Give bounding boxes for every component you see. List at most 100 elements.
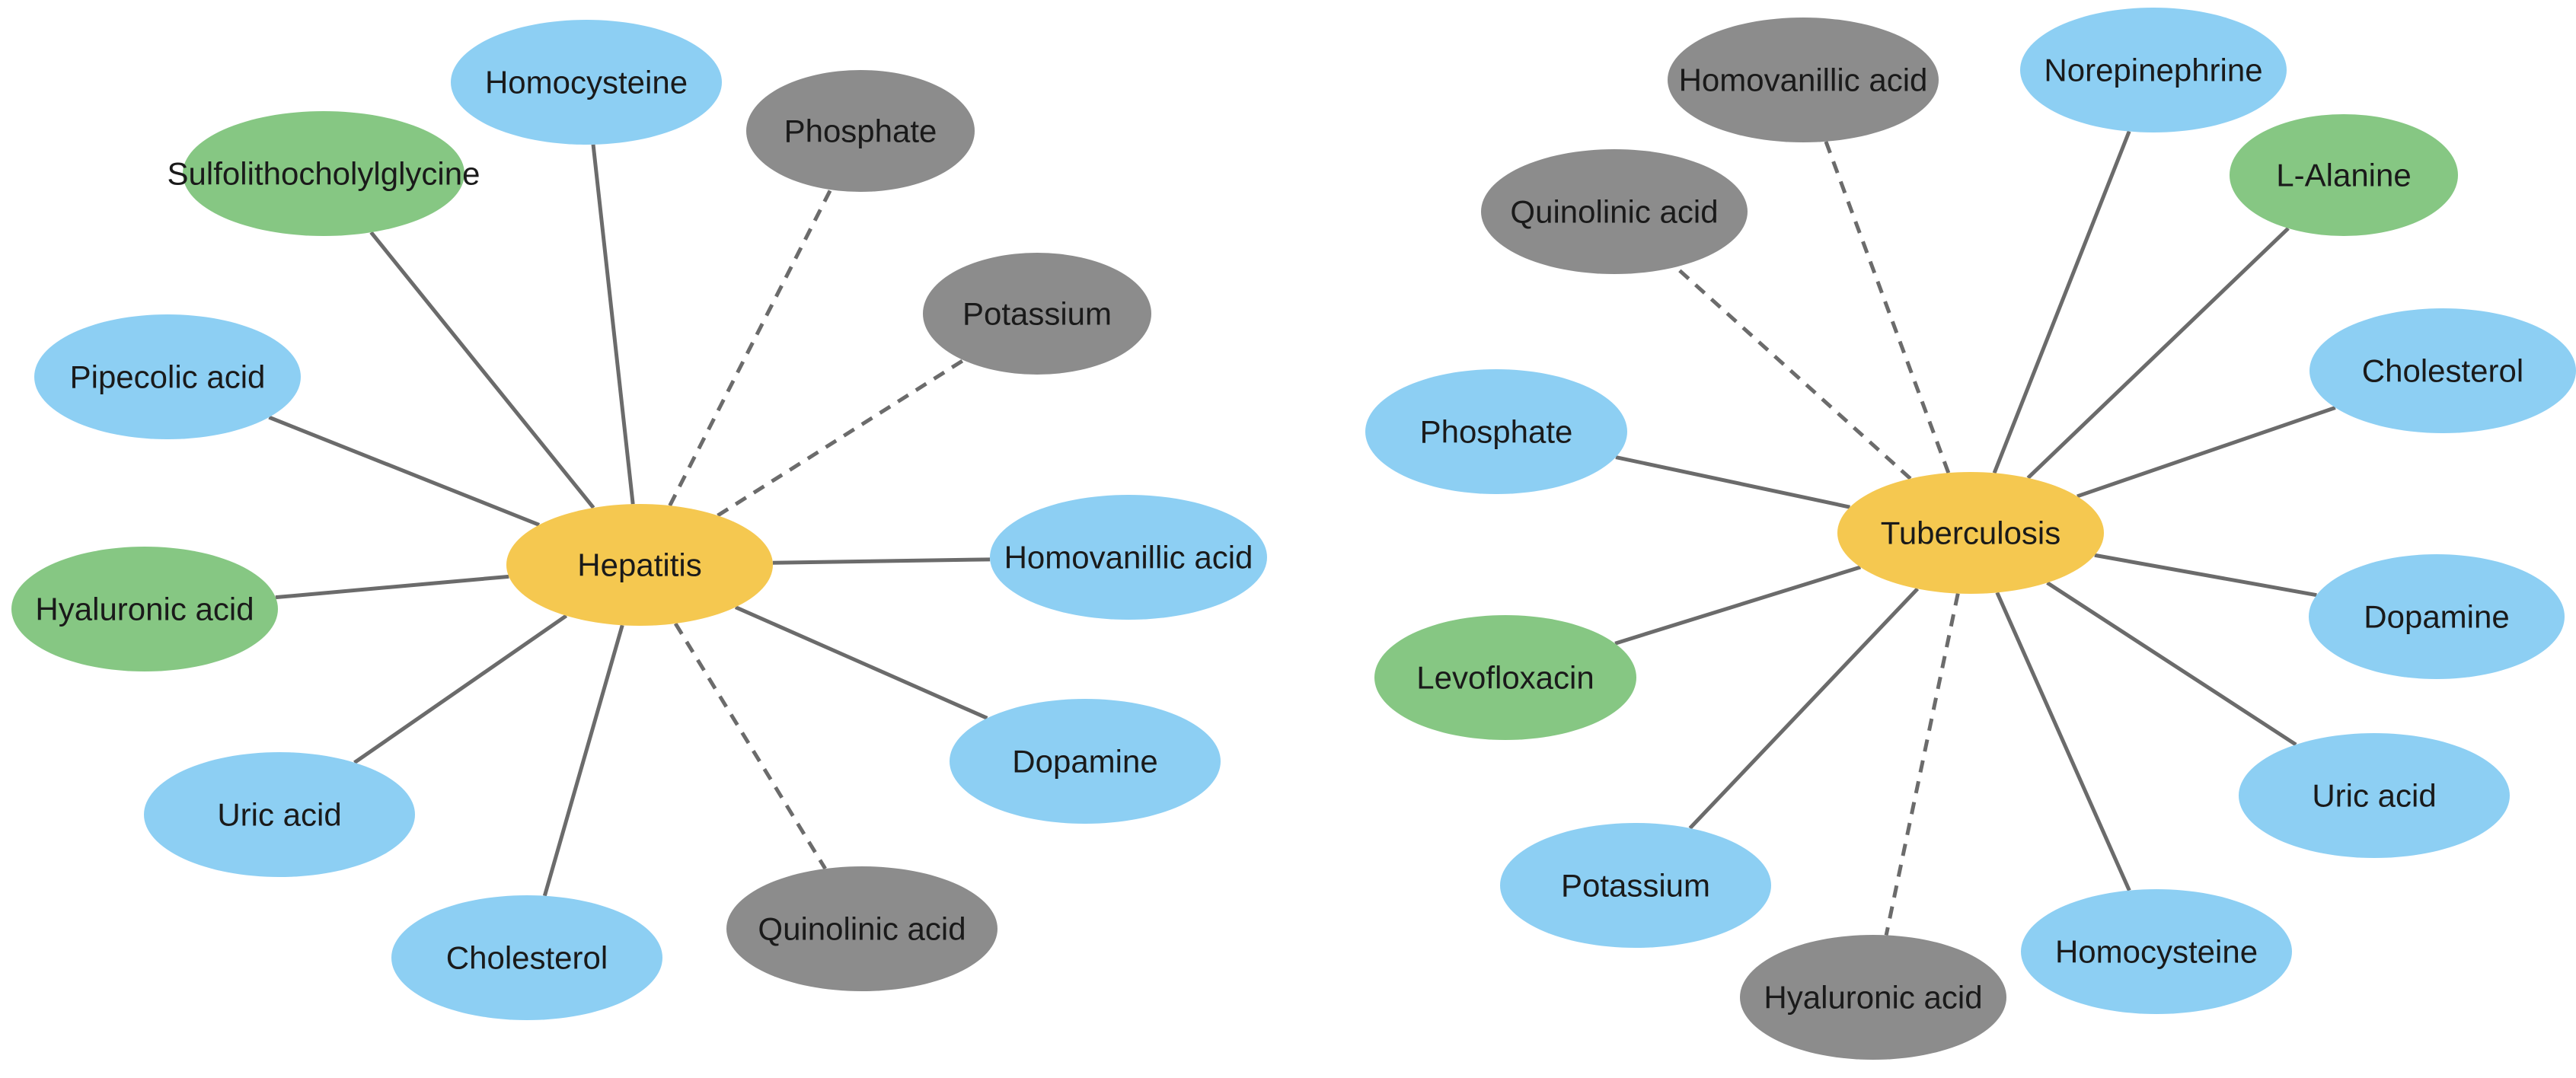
node-hepatitis-potassium-label: Potassium — [962, 296, 1112, 332]
edge-hepatitis-cholesterol — [542, 624, 624, 897]
node-hepatitis-dopamine[interactable]: Dopamine — [950, 699, 1221, 824]
center-node-hepatitis-label: Hepatitis — [577, 547, 701, 583]
node-tuberculosis-dopamine-shape — [2309, 554, 2565, 679]
node-tuberculosis-potassium-shape — [1500, 823, 1771, 948]
node-hepatitis-uric-acid[interactable]: Uric acid — [144, 752, 415, 877]
node-tuberculosis-levofloxacin-label: Levofloxacin — [1416, 660, 1594, 696]
node-tuberculosis-cholesterol-shape — [2309, 308, 2576, 433]
node-hepatitis-uric-acid-shape — [144, 752, 415, 877]
node-hepatitis-sulfolithocholylglycine[interactable]: Sulfolithocholylglycine — [168, 111, 480, 236]
node-hepatitis-sulfolithocholylglycine-label: Sulfolithocholylglycine — [168, 156, 480, 192]
edge-hepatitis-homovanillic-acid — [772, 557, 991, 565]
edge-tuberculosis-l-alanine — [2026, 227, 2290, 480]
node-hepatitis-phosphate-shape — [746, 70, 975, 192]
node-tuberculosis-l-alanine[interactable]: L-Alanine — [2230, 114, 2458, 236]
node-hepatitis-homovanillic-acid[interactable]: Homovanillic acid — [990, 495, 1267, 620]
center-node-hepatitis-shape — [506, 504, 773, 626]
center-node-hepatitis[interactable]: Hepatitis — [506, 504, 773, 626]
node-hepatitis-homocysteine-shape — [451, 20, 722, 145]
node-tuberculosis-phosphate-label: Phosphate — [1420, 414, 1573, 450]
edge-tuberculosis-phosphate — [1615, 455, 1850, 509]
node-hepatitis-sulfolithocholylglycine-shape — [183, 111, 464, 236]
edges-layer — [268, 130, 2336, 936]
node-tuberculosis-homovanillic-acid-shape — [1668, 18, 1939, 142]
node-hepatitis-phosphate[interactable]: Phosphate — [746, 70, 975, 192]
node-tuberculosis-cholesterol-label: Cholesterol — [2362, 353, 2523, 389]
node-hepatitis-pipecolic-acid[interactable]: Pipecolic acid — [34, 314, 301, 439]
edge-tuberculosis-norepinephrine — [1992, 130, 2131, 474]
node-tuberculosis-cholesterol[interactable]: Cholesterol — [2309, 308, 2576, 433]
node-hepatitis-hyaluronic-acid[interactable]: Hyaluronic acid — [11, 547, 278, 671]
node-tuberculosis-norepinephrine-shape — [2020, 8, 2287, 132]
node-tuberculosis-phosphate[interactable]: Phosphate — [1365, 369, 1627, 494]
node-tuberculosis-homocysteine-label: Homocysteine — [2055, 934, 2258, 970]
node-hepatitis-potassium-shape — [923, 253, 1151, 375]
node-tuberculosis-homocysteine[interactable]: Homocysteine — [2021, 889, 2292, 1014]
node-hepatitis-quinolinic-acid-shape — [726, 866, 998, 991]
node-hepatitis-homovanillic-acid-shape — [990, 495, 1267, 620]
node-hepatitis-hyaluronic-acid-shape — [11, 547, 278, 671]
node-tuberculosis-levofloxacin-shape — [1374, 615, 1636, 740]
edge-tuberculosis-homovanillic-acid — [1824, 140, 1951, 474]
node-tuberculosis-quinolinic-acid-shape — [1481, 149, 1748, 274]
center-node-tuberculosis-label: Tuberculosis — [1881, 515, 2061, 551]
edge-hepatitis-homocysteine — [591, 144, 635, 505]
edge-tuberculosis-potassium — [1688, 587, 1920, 830]
node-hepatitis-hyaluronic-acid-label: Hyaluronic acid — [35, 592, 254, 627]
node-tuberculosis-uric-acid-shape — [2239, 733, 2510, 858]
node-hepatitis-homocysteine-label: Homocysteine — [485, 65, 688, 100]
node-tuberculosis-hyaluronic-acid-shape — [1740, 935, 2006, 1060]
center-node-tuberculosis-shape — [1837, 472, 2104, 594]
node-hepatitis-potassium[interactable]: Potassium — [923, 253, 1151, 375]
edge-hepatitis-sulfolithocholylglycine — [369, 231, 595, 509]
node-tuberculosis-uric-acid-label: Uric acid — [2312, 778, 2436, 814]
edge-hepatitis-pipecolic-acid — [268, 415, 540, 527]
node-hepatitis-uric-acid-label: Uric acid — [217, 797, 341, 833]
node-hepatitis-dopamine-shape — [950, 699, 1221, 824]
node-hepatitis-pipecolic-acid-shape — [34, 314, 301, 439]
edge-hepatitis-dopamine — [734, 605, 988, 720]
node-tuberculosis-dopamine[interactable]: Dopamine — [2309, 554, 2565, 679]
node-tuberculosis-homocysteine-shape — [2021, 889, 2292, 1014]
node-hepatitis-dopamine-label: Dopamine — [1012, 744, 1157, 780]
edge-hepatitis-uric-acid — [353, 614, 568, 764]
edge-tuberculosis-dopamine — [2094, 553, 2317, 598]
node-tuberculosis-norepinephrine-label: Norepinephrine — [2044, 53, 2262, 88]
node-tuberculosis-hyaluronic-acid[interactable]: Hyaluronic acid — [1740, 935, 2006, 1060]
edge-tuberculosis-uric-acid — [2046, 581, 2297, 747]
node-tuberculosis-homovanillic-acid-label: Homovanillic acid — [1679, 62, 1928, 98]
node-tuberculosis-potassium[interactable]: Potassium — [1500, 823, 1771, 948]
node-tuberculosis-phosphate-shape — [1365, 369, 1627, 494]
node-hepatitis-pipecolic-acid-label: Pipecolic acid — [70, 359, 266, 395]
node-hepatitis-phosphate-label: Phosphate — [784, 113, 937, 149]
node-tuberculosis-levofloxacin[interactable]: Levofloxacin — [1374, 615, 1636, 740]
edge-tuberculosis-levofloxacin — [1614, 565, 1862, 646]
node-tuberculosis-quinolinic-acid-label: Quinolinic acid — [1510, 194, 1718, 230]
node-hepatitis-cholesterol[interactable]: Cholesterol — [391, 895, 662, 1020]
node-tuberculosis-uric-acid[interactable]: Uric acid — [2239, 733, 2510, 858]
edge-tuberculosis-quinolinic-acid — [1674, 265, 1912, 480]
node-hepatitis-quinolinic-acid[interactable]: Quinolinic acid — [726, 866, 998, 991]
edge-tuberculosis-homocysteine — [1995, 592, 2131, 891]
edge-tuberculosis-cholesterol — [2076, 406, 2336, 499]
node-tuberculosis-l-alanine-shape — [2230, 114, 2458, 236]
node-tuberculosis-quinolinic-acid[interactable]: Quinolinic acid — [1481, 149, 1748, 274]
node-hepatitis-cholesterol-shape — [391, 895, 662, 1020]
node-tuberculosis-dopamine-label: Dopamine — [2364, 599, 2509, 635]
node-tuberculosis-l-alanine-label: L-Alanine — [2276, 158, 2411, 193]
nodes-layer: HomocysteinePhosphateSulfolithocholylgly… — [11, 8, 2576, 1060]
edge-hepatitis-potassium — [717, 359, 965, 518]
edge-hepatitis-hyaluronic-acid — [275, 574, 509, 600]
node-hepatitis-quinolinic-acid-label: Quinolinic acid — [758, 911, 966, 947]
edge-tuberculosis-hyaluronic-acid — [1884, 593, 1960, 936]
node-tuberculosis-hyaluronic-acid-label: Hyaluronic acid — [1764, 980, 1982, 1016]
center-node-tuberculosis[interactable]: Tuberculosis — [1837, 472, 2104, 594]
node-hepatitis-cholesterol-label: Cholesterol — [446, 940, 608, 976]
node-tuberculosis-potassium-label: Potassium — [1561, 868, 1710, 904]
node-tuberculosis-homovanillic-acid[interactable]: Homovanillic acid — [1668, 18, 1939, 142]
node-hepatitis-homocysteine[interactable]: Homocysteine — [451, 20, 722, 145]
node-tuberculosis-norepinephrine[interactable]: Norepinephrine — [2020, 8, 2287, 132]
edge-hepatitis-phosphate — [668, 189, 832, 507]
edge-hepatitis-quinolinic-acid — [673, 622, 827, 870]
